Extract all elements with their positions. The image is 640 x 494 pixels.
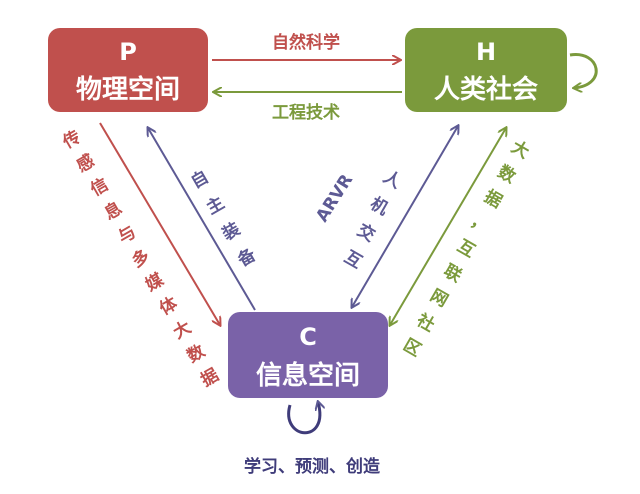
label-char: 装 (218, 218, 244, 245)
node-physical-space: P 物理空间 (48, 28, 208, 112)
loop-c (287, 402, 320, 435)
label-char: 感 (73, 150, 98, 177)
caption-learn-predict-create: 学习、预测、创造 (244, 456, 381, 477)
label-char: 联 (440, 261, 465, 287)
label-char: 主 (203, 192, 228, 219)
node-name: 信息空间 (256, 360, 360, 391)
label-char: 体 (156, 292, 182, 319)
label-char: 互 (454, 236, 479, 262)
label-char: 交 (354, 220, 379, 247)
label-engineering: 工程技术 (272, 102, 340, 123)
label-char: 社 (412, 309, 438, 336)
loop-h (569, 53, 598, 88)
label-char: 息 (101, 198, 126, 225)
arrow-p-to-c (99, 122, 220, 325)
node-name: 人类社会 (434, 74, 538, 105)
label-char: 据 (481, 186, 506, 213)
node-name: 物理空间 (76, 74, 180, 105)
label-char: 数 (494, 161, 520, 188)
label-char: 媒 (142, 269, 168, 296)
label-char: 多 (128, 245, 153, 272)
label-natural-science: 自然科学 (272, 32, 340, 53)
label-char: 数 (183, 340, 209, 367)
label-char: 备 (233, 244, 260, 272)
label-char: 信 (87, 174, 112, 201)
label-char: 传 (58, 126, 84, 153)
label-char: 与 (115, 222, 140, 248)
node-letter: C (299, 323, 317, 351)
label-char: 区 (400, 335, 425, 361)
label-char: 人 (380, 167, 406, 193)
arrow-c-to-p (148, 128, 256, 311)
node-cyber-space: C 信息空间 (228, 312, 388, 398)
arrow-h-c-data (390, 128, 506, 325)
label-char: 网 (427, 286, 452, 312)
label-char: ， (467, 211, 492, 237)
label-char: 互 (341, 247, 366, 273)
label-char: 机 (367, 193, 392, 220)
label-char: 自 (187, 166, 212, 193)
node-human-society: H 人类社会 (405, 28, 567, 112)
node-letter: P (119, 38, 137, 66)
label-char: 大 (508, 136, 533, 163)
label-char: 据 (197, 364, 222, 391)
label-char: 大 (170, 317, 195, 344)
node-letter: H (476, 38, 496, 66)
arrow-h-c-interaction (352, 126, 458, 307)
